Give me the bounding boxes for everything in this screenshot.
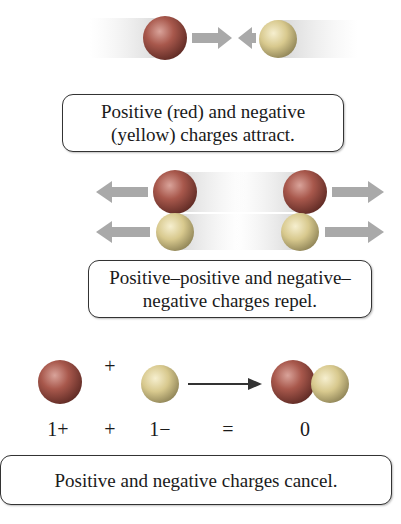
positive-charge — [283, 170, 327, 214]
arrow — [325, 221, 384, 243]
caption-text: Positive (red) and negative (yellow) cha… — [75, 100, 331, 146]
arrow — [96, 181, 148, 203]
plus-sign: + — [104, 418, 115, 440]
negative-charge — [141, 365, 179, 403]
reaction-arrow — [188, 383, 250, 385]
arrow — [238, 27, 256, 49]
caption-box: Positive (red) and negative (yellow) cha… — [62, 94, 344, 152]
repel-row — [96, 170, 384, 251]
caption-box: Positive–positive and negative–negative … — [88, 260, 372, 318]
negative-charge — [156, 213, 194, 251]
arrow — [96, 221, 150, 243]
arrow — [192, 27, 232, 49]
charge-value: 1+ — [47, 418, 68, 440]
cancel-row — [38, 360, 349, 404]
positive-charge — [271, 360, 315, 404]
negative-charge — [259, 20, 297, 58]
positive-charge — [153, 170, 197, 214]
arrow — [332, 181, 384, 203]
plus-sign: + — [104, 355, 115, 377]
charge-value: 1− — [149, 418, 170, 440]
caption-text: Positive and negative charges cancel. — [55, 469, 338, 492]
attract-row — [90, 16, 358, 60]
caption-box: Positive and negative charges cancel. — [0, 455, 392, 505]
negative-charge — [311, 365, 349, 403]
negative-charge — [281, 213, 319, 251]
positive-charge — [143, 16, 187, 60]
arrow-head — [248, 378, 262, 390]
caption-text: Positive–positive and negative–negative … — [101, 266, 359, 312]
positive-charge — [38, 360, 82, 404]
equals-sign: = — [222, 418, 233, 440]
charge-value: 0 — [300, 418, 310, 440]
